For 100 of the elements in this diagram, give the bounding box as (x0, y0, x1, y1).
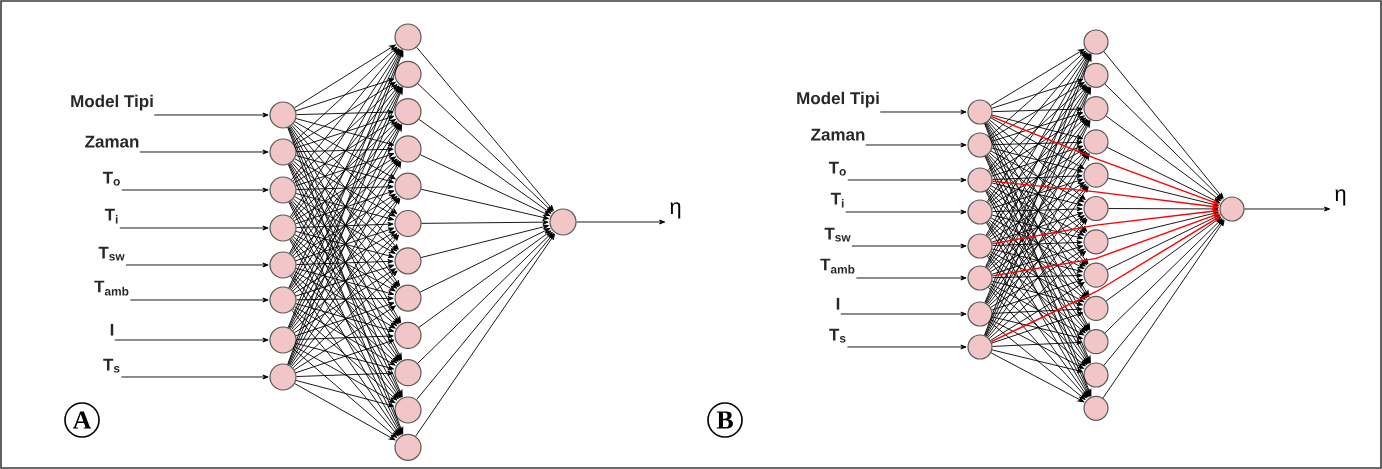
connection-arrow (120, 374, 269, 380)
neuron-circle (1219, 196, 1245, 222)
connection-arrow (988, 84, 1087, 172)
neuron-circle (269, 101, 297, 129)
connection-arrow (865, 142, 967, 148)
connection-arrow (419, 228, 551, 293)
neuron-circle (967, 199, 993, 225)
connection-arrow (987, 85, 1088, 203)
input-label: I (110, 323, 114, 336)
connection-arrow (295, 380, 395, 408)
connection-arrow (291, 309, 399, 437)
neuron-circle (269, 251, 297, 279)
connection-arrow (1105, 216, 1222, 302)
neuron-circle (269, 363, 297, 391)
connection-arrow (291, 274, 399, 400)
connection-arrow (294, 346, 396, 404)
connection-arrow (851, 243, 967, 249)
connection-arrow (129, 297, 269, 303)
neuron-circle (1083, 96, 1109, 122)
neuron-circle (394, 98, 422, 126)
connection-arrow (992, 240, 1083, 246)
neuron-circle (394, 135, 422, 163)
panel-letter: B (707, 402, 743, 438)
input-label: I (836, 297, 840, 310)
connection-arrow (291, 48, 400, 180)
connection-arrow (290, 86, 401, 255)
connection-arrow (419, 154, 550, 217)
neuron-circle (1083, 395, 1109, 421)
neuron-circle (967, 233, 993, 259)
neuron-circle (394, 23, 422, 51)
connection-arrow (291, 85, 400, 218)
connection-arrow (992, 106, 1083, 113)
neuron-circle (394, 284, 422, 312)
connection-arrow (418, 230, 552, 328)
neuron-circle (269, 214, 297, 242)
connection-arrow (417, 83, 553, 213)
neuron-circle (269, 176, 297, 204)
connection-arrow (985, 53, 1090, 236)
connection-arrow (992, 139, 1083, 146)
input-label: T$_{amb}$ (94, 280, 129, 296)
connection-arrow (986, 221, 1089, 365)
connection-arrow (1104, 83, 1223, 200)
panel-letter: A (64, 402, 100, 438)
connection-arrow (415, 233, 556, 437)
input-label: Model Tipi (797, 91, 879, 108)
neuron-circle (1083, 229, 1109, 255)
connection-arrow (296, 146, 394, 153)
neuron-circle (1083, 295, 1109, 321)
connection-arrow (289, 49, 402, 254)
connection-arrow (992, 206, 1083, 213)
connection-arrow (986, 255, 1089, 398)
neuron-circle (269, 138, 297, 166)
connection-arrow (296, 333, 394, 340)
input-label: T$_{o}$ (102, 171, 120, 186)
connection-arrow (292, 308, 398, 401)
neuron-circle (269, 326, 297, 354)
input-label: T$_{sw}$ (824, 227, 851, 242)
neuron-circle (1083, 162, 1109, 188)
connection-arrow (986, 190, 1090, 364)
connection-arrow (992, 306, 1083, 314)
neuron-circle (394, 396, 422, 424)
connection-arrow (421, 219, 549, 225)
connection-arrow (296, 259, 394, 265)
connection-arrow (420, 188, 549, 220)
connection-arrow (289, 86, 402, 289)
connection-arrow (847, 177, 967, 183)
connection-arrow (288, 163, 402, 398)
connection-arrow (989, 321, 1086, 400)
connection-arrow (1103, 219, 1224, 366)
output-label: η (1335, 189, 1346, 206)
connection-arrow (296, 221, 394, 228)
connection-arrow (289, 239, 402, 435)
neuron-circle (967, 167, 993, 193)
connection-arrow (991, 78, 1084, 109)
connection-arrow (988, 50, 1087, 138)
connection-arrow (845, 209, 967, 215)
neuron-circle (394, 321, 422, 349)
connection-arrow (296, 295, 394, 301)
connection-arrow (990, 48, 1085, 106)
connection-arrow (290, 275, 401, 436)
connection-arrow (294, 81, 396, 146)
connection-arrow (294, 383, 396, 441)
connection-arrow (987, 286, 1088, 399)
connection-arrow (296, 109, 394, 116)
connection-arrow (879, 109, 967, 115)
input-label: T$_{amb}$ (820, 258, 855, 274)
connection-arrow (290, 49, 401, 218)
connection-arrow (1106, 147, 1220, 204)
connection-arrow (840, 311, 967, 317)
connection-arrow (420, 224, 550, 258)
connection-arrow (990, 352, 1085, 403)
neuron-circle (394, 209, 422, 238)
input-label: T$_{sw}$ (98, 246, 125, 261)
connection-arrow (991, 349, 1083, 373)
input-label: T$_{s}$ (103, 358, 120, 373)
connection-arrow (1106, 214, 1220, 271)
connection-arrow (1108, 206, 1219, 212)
input-label: T$_{s}$ (829, 328, 846, 343)
connection-arrow (294, 44, 396, 109)
connection-arrow (990, 319, 1085, 369)
